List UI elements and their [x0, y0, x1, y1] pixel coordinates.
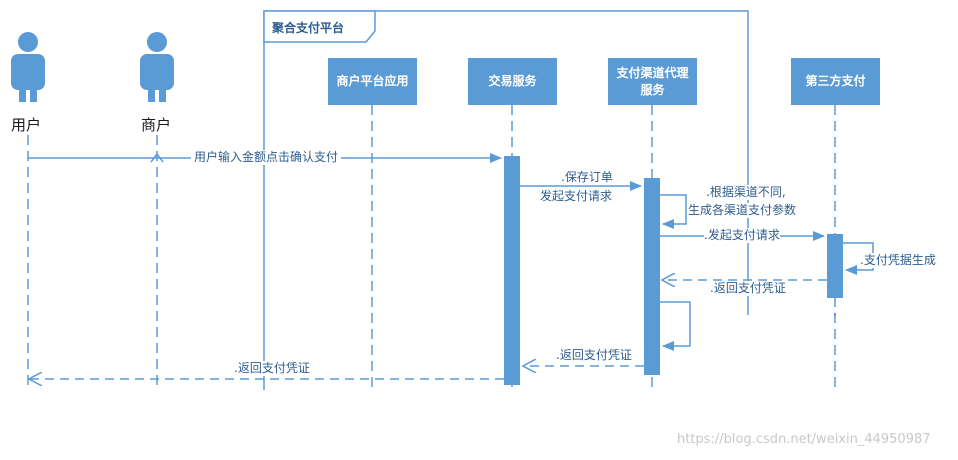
- third-party-tail-mark: [834, 313, 836, 316]
- merchant-crossing-mark: [150, 152, 164, 163]
- platform-frame: [263, 10, 749, 390]
- trade-service-activation: [504, 156, 520, 385]
- msg-send-request-1-label: 发起支付请求: [540, 189, 613, 204]
- participant-channel-agent: 支付渠道代理服务: [608, 58, 697, 105]
- msg-send-request-2-label: .发起支付请求: [704, 228, 780, 243]
- frame-title: 聚合支付平台: [272, 21, 345, 35]
- participant-merchant-app: 商户平台应用: [328, 58, 417, 105]
- msg-confirm-pay-label: 用户输入金额点击确认支付: [191, 150, 342, 165]
- participant-third-party: 第三方支付: [791, 58, 880, 105]
- watermark: https://blog.csdn.net/weixin_44950987: [677, 432, 931, 447]
- participant-trade-service: 交易服务: [468, 58, 557, 105]
- msg-return-credential-2-label: .返回支付凭证: [556, 348, 632, 363]
- msg-save-order-label: .保存订单: [561, 170, 613, 185]
- msg-return-self-arrow: [660, 301, 691, 351]
- channel-agent-activation: [644, 178, 660, 375]
- merchant-actor-icon: [140, 32, 174, 102]
- msg-gen-params-label: 生成各渠道支付参数: [688, 203, 797, 218]
- third-party-activation: [827, 234, 843, 298]
- msg-return-credential-1-label: .返回支付凭证: [710, 281, 786, 296]
- msg-gen-params-self-arrow: [660, 194, 687, 229]
- user-actor-icon: [11, 32, 45, 102]
- msg-return-credential-3-label: .返回支付凭证: [234, 361, 310, 376]
- actor-merchant-label: 商户: [141, 116, 172, 134]
- actor-user-label: 用户: [11, 116, 42, 134]
- msg-by-channel-label: .根据渠道不同,: [706, 185, 786, 200]
- msg-credential-gen-label: .支付凭据生成: [860, 253, 936, 268]
